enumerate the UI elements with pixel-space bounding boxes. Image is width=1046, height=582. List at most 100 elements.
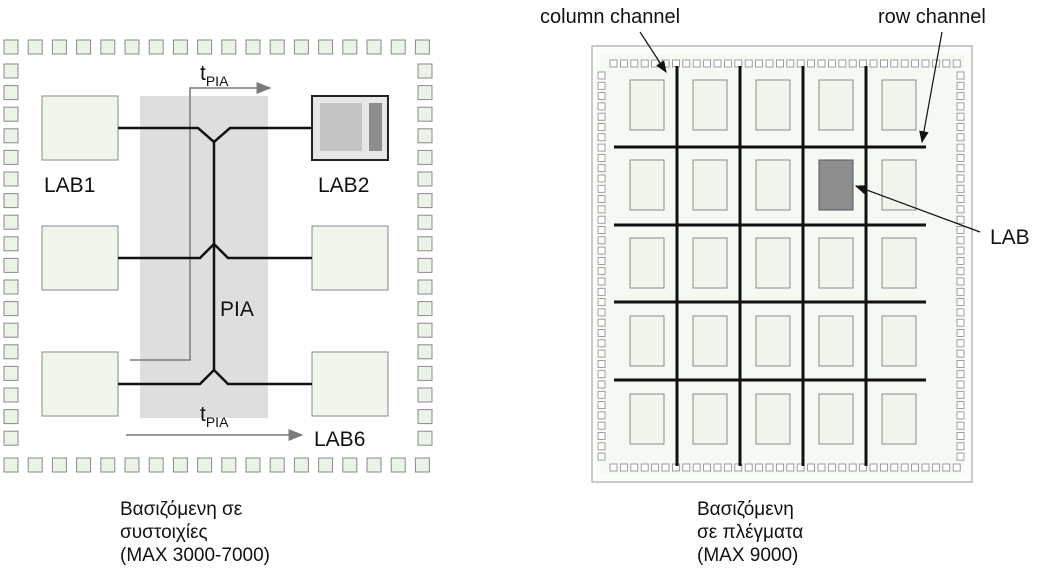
io-pad bbox=[417, 409, 433, 425]
io-pad bbox=[597, 421, 606, 430]
io-pad bbox=[724, 463, 732, 472]
io-pad bbox=[848, 59, 857, 68]
io-pad bbox=[956, 81, 965, 90]
io-pad bbox=[597, 267, 606, 276]
io-pad bbox=[828, 59, 836, 68]
io-pad bbox=[942, 463, 951, 472]
lab-block bbox=[629, 315, 665, 367]
tpia-label-top: tPIA bbox=[200, 62, 229, 89]
io-pad bbox=[956, 442, 965, 451]
lab-block bbox=[629, 237, 665, 289]
io-pad bbox=[597, 226, 606, 234]
io-pad bbox=[956, 370, 965, 379]
io-pad bbox=[713, 463, 722, 472]
io-pad bbox=[859, 59, 867, 68]
left-io-pads bbox=[3, 39, 433, 473]
io-pad bbox=[597, 308, 606, 317]
io-pad bbox=[3, 301, 19, 317]
io-pad bbox=[869, 463, 878, 472]
io-pad bbox=[956, 195, 965, 204]
io-pad bbox=[3, 193, 19, 209]
io-pad bbox=[597, 195, 606, 204]
io-pad bbox=[124, 39, 140, 55]
io-pad bbox=[417, 149, 433, 165]
io-pad bbox=[417, 128, 433, 144]
right-caption-line: σε πλέγματα bbox=[697, 522, 804, 543]
io-pad bbox=[956, 380, 965, 389]
io-pad bbox=[956, 215, 965, 224]
io-pad bbox=[609, 463, 618, 472]
io-pad bbox=[724, 59, 732, 68]
lab-block bbox=[629, 159, 665, 211]
io-pad bbox=[597, 153, 606, 162]
io-pad bbox=[869, 59, 878, 68]
lab-block bbox=[629, 393, 665, 445]
io-pad bbox=[765, 463, 774, 472]
io-pad bbox=[956, 452, 965, 461]
lab2-inner-cell bbox=[320, 103, 362, 151]
io-pad bbox=[221, 39, 237, 55]
io-pad bbox=[956, 246, 965, 255]
io-pad bbox=[956, 349, 965, 358]
lab-left-mid-block bbox=[41, 225, 119, 291]
io-pad bbox=[342, 457, 358, 473]
right-caption-line: Βασιζόμενη bbox=[697, 499, 794, 520]
io-pad bbox=[597, 236, 606, 245]
io-pad bbox=[3, 409, 19, 425]
io-pad bbox=[27, 39, 43, 55]
io-pad bbox=[911, 59, 919, 68]
left-caption: Βασιζόμενη σε συστοιχίες (MAX 3000-7000) bbox=[120, 498, 270, 567]
tpia-t: t bbox=[200, 62, 206, 85]
lab-block bbox=[692, 79, 728, 131]
io-pad bbox=[932, 463, 940, 472]
io-pad bbox=[890, 59, 899, 68]
left-caption-line: συστοιχίες bbox=[120, 522, 208, 543]
io-pad bbox=[100, 457, 116, 473]
io-pad bbox=[597, 215, 606, 224]
io-pad bbox=[956, 236, 965, 245]
io-pad bbox=[597, 329, 606, 337]
io-pad bbox=[597, 452, 606, 461]
io-pad bbox=[597, 205, 606, 214]
io-pad bbox=[293, 457, 309, 473]
lab2-inner-bar bbox=[369, 103, 382, 151]
right-caption: Βασιζόμενη σε πλέγματα (MAX 9000) bbox=[697, 498, 803, 567]
io-pad bbox=[3, 344, 19, 360]
right-caption-line: (MAX 9000) bbox=[697, 545, 799, 566]
io-pad bbox=[221, 457, 237, 473]
io-pad bbox=[197, 457, 213, 473]
io-pad bbox=[3, 171, 19, 187]
io-pad bbox=[956, 184, 965, 193]
io-pad bbox=[692, 463, 701, 472]
io-pad bbox=[796, 463, 805, 472]
io-pad bbox=[620, 463, 628, 472]
io-pad bbox=[956, 339, 965, 348]
io-pad bbox=[597, 287, 606, 296]
column-channel-label: column channel bbox=[540, 6, 680, 28]
row-channel-pointer bbox=[919, 31, 943, 144]
io-pad bbox=[597, 442, 606, 451]
lab-block bbox=[692, 393, 728, 445]
io-pad bbox=[597, 112, 606, 121]
io-pad bbox=[859, 463, 867, 472]
io-pad bbox=[911, 463, 919, 472]
io-pad bbox=[880, 463, 888, 472]
io-pad bbox=[651, 463, 659, 472]
lab1-label: LAB1 bbox=[44, 174, 95, 197]
io-pad bbox=[956, 164, 965, 173]
io-pad bbox=[3, 128, 19, 144]
lab-block bbox=[881, 79, 917, 131]
io-pad bbox=[838, 463, 847, 472]
io-pad bbox=[414, 457, 430, 473]
io-pad bbox=[956, 411, 965, 420]
io-pad bbox=[597, 133, 606, 142]
io-pad bbox=[51, 457, 67, 473]
io-pad bbox=[640, 59, 649, 68]
lab-block bbox=[755, 237, 791, 289]
io-pad bbox=[597, 102, 606, 111]
io-pad bbox=[956, 92, 965, 100]
io-pad bbox=[417, 85, 433, 101]
column-channel-pointer bbox=[639, 31, 667, 74]
io-pad bbox=[828, 463, 836, 472]
